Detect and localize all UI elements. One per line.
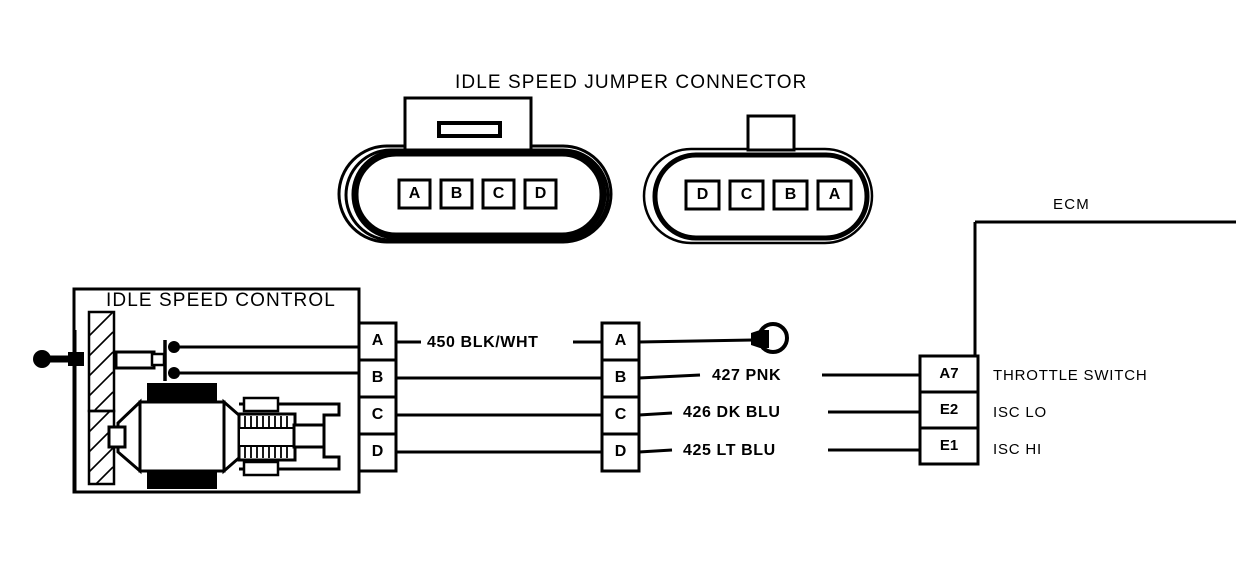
jumper-right-body: [652, 152, 870, 241]
isc-terminal-label-c: C: [371, 406, 384, 423]
plunger-knob: [33, 350, 51, 368]
motor-mount-ear-bottom: [242, 460, 280, 477]
jumper-left-mid-shell: [344, 148, 610, 242]
jumper-plug-right: [642, 114, 874, 245]
motor-pivot-block: [107, 425, 127, 449]
wire-425-seg-a: [638, 448, 673, 454]
harness-terminal-d: [600, 432, 641, 473]
wire-runs: [396, 338, 920, 454]
ground-ring-terminal: [751, 322, 789, 354]
motor-mount-ear-top: [242, 396, 280, 413]
jumper-left-pin-label-c: C: [492, 185, 505, 202]
motor-thread-core: [238, 427, 296, 447]
wire-label-450: 450 BLK/WHT: [427, 334, 539, 351]
harness-terminal-label-d: D: [614, 443, 627, 460]
ecm-terminal-block: [918, 354, 980, 466]
motor-mount-bracket: [239, 402, 341, 471]
wire-427-seg-a: [638, 373, 701, 380]
jumper-right-cavity-a: [816, 179, 853, 211]
throttle-bracket-upper: [87, 310, 116, 413]
jumper-left-cavity-b: [439, 178, 474, 210]
jumper-right-pin-label-d: D: [696, 186, 709, 203]
isc-title: IDLE SPEED CONTROL: [106, 290, 336, 311]
jumper-left-pin-label-d: D: [534, 185, 547, 202]
ecm-pin-label-e2: E2: [939, 401, 959, 418]
jumper-left-outer-shell: [337, 144, 613, 244]
jumper-left-cavity-c: [481, 178, 516, 210]
jumper-right-tab: [746, 114, 796, 152]
jumper-right-pin-label-c: C: [740, 186, 753, 203]
motor-cap-bottom: [147, 470, 217, 489]
jumper-connector-title: IDLE SPEED JUMPER CONNECTOR: [455, 72, 808, 93]
jumper-left-body: [351, 149, 607, 240]
isc-terminal-d: [357, 432, 398, 473]
motor-nose-cone: [116, 398, 142, 475]
switch-actuator-tip: [150, 352, 166, 367]
jumper-left-pin-label-a: A: [408, 185, 421, 202]
wire-450-to-ground: [638, 338, 754, 344]
jumper-right-cavity-c: [728, 179, 765, 211]
ground-ring-eyelet-outer: [757, 322, 789, 354]
motor-body: [138, 400, 226, 473]
wire-label-426: 426 DK BLU: [683, 404, 781, 421]
isc-terminal-label-a: A: [371, 332, 384, 349]
jumper-right-pin-label-a: A: [828, 186, 841, 203]
harness-terminal-label-a: A: [614, 332, 627, 349]
ecm-terminal-a7: [918, 354, 980, 394]
jumper-plug-left: [337, 96, 613, 244]
wire-426-seg-a: [638, 411, 673, 417]
ecm-function-isc-lo: ISC LO: [993, 404, 1047, 421]
motor-cap-top: [147, 383, 217, 402]
isc-terminal-label-b: B: [371, 369, 384, 386]
jumper-right-cavity-d: [684, 179, 721, 211]
switch-actuator-arm: [114, 350, 156, 370]
jumper-left-cavity-a: [397, 178, 432, 210]
wire-label-425: 425 LT BLU: [683, 442, 776, 459]
ecm-pin-label-a7: A7: [939, 365, 959, 382]
jumper-tab-slot: [437, 121, 502, 138]
jumper-right-pin-label-b: B: [784, 186, 797, 203]
ecm-pin-label-e1: E1: [939, 437, 959, 454]
jumper-left-pin-label-b: B: [450, 185, 463, 202]
ecm-terminal-e1: [918, 426, 980, 466]
jumper-left-cavity-d: [523, 178, 558, 210]
jumper-right-cavity-b: [772, 179, 809, 211]
harness-terminal-label-c: C: [614, 406, 627, 423]
harness-terminal-label-b: B: [614, 369, 627, 386]
motor-plunger-tip: [292, 423, 326, 449]
ecm-boundary: [973, 220, 1236, 356]
isc-terminal-label-d: D: [371, 443, 384, 460]
isc-terminal-a: [357, 321, 398, 362]
throttle-bracket-upper-hatch: [88, 311, 114, 411]
ecm-function-isc-hi: ISC HI: [993, 441, 1042, 458]
ecm-function-throttle-switch: THROTTLE SWITCH: [993, 367, 1148, 384]
ecm-title: ECM: [1053, 196, 1090, 213]
isc-internal-mechanism: [33, 310, 358, 492]
wire-label-427: 427 PNK: [712, 367, 782, 384]
